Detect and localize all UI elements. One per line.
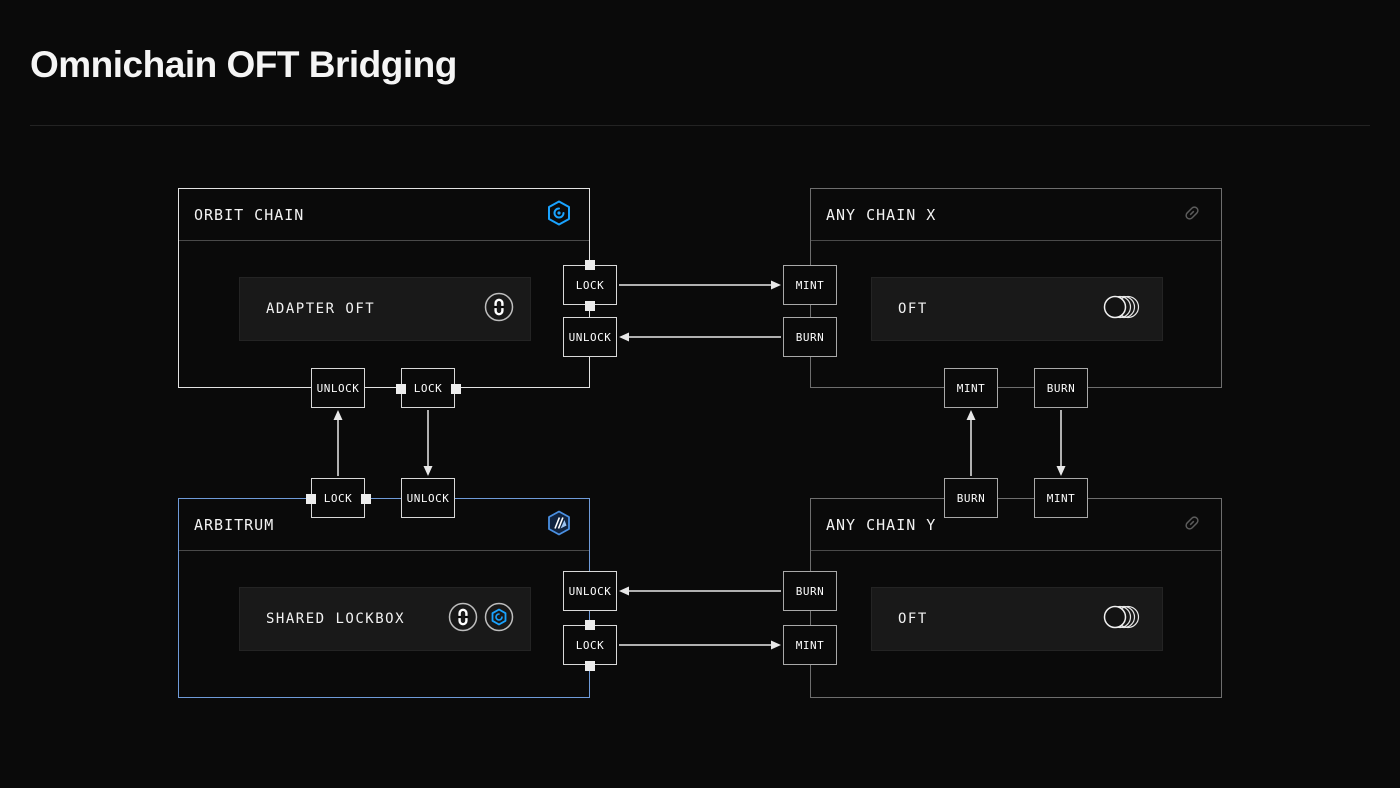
- oft-token-icon: [1102, 603, 1146, 635]
- orbit-hexagon-icon: [547, 200, 571, 230]
- oft-label-y: OFT: [898, 611, 928, 627]
- chain-header-any-chain-y: ANY CHAIN Y: [811, 499, 1221, 551]
- flow-node-label: UNLOCK: [316, 381, 360, 395]
- chain-label-arbitrum: ARBITRUM: [194, 515, 275, 534]
- flow-node-label: LOCK: [323, 491, 353, 505]
- chain-label-orbit: ORBIT CHAIN: [194, 205, 305, 224]
- chain-panel-orbit: ORBIT CHAIN ADAPTER OFT: [178, 188, 590, 388]
- chain-label-any-chain-y: ANY CHAIN Y: [826, 515, 937, 534]
- connector-handle: [585, 300, 595, 311]
- flow-node-label: BURN: [956, 491, 986, 505]
- connector-handle: [450, 383, 461, 394]
- flow-arrowhead: [966, 410, 976, 420]
- chain-panel-any-chain-y: ANY CHAIN Y OFT: [810, 498, 1222, 698]
- arbitrum-hexagon-icon: [547, 510, 571, 540]
- chain-panel-any-chain-x: ANY CHAIN X OFT: [810, 188, 1222, 388]
- adapter-oft-item: ADAPTER OFT: [239, 277, 531, 341]
- flow-node-unlock: UNLOCK: [563, 571, 617, 611]
- connector-handle: [585, 660, 595, 671]
- flow-node-burn: BURN: [1034, 368, 1088, 408]
- flow-node-mint: MINT: [1034, 478, 1088, 518]
- oft-item-x: OFT: [871, 277, 1163, 341]
- flow-node-label: BURN: [1046, 381, 1076, 395]
- flow-arrowhead: [1056, 466, 1066, 476]
- orbit-token-icon: [484, 602, 514, 636]
- chain-panel-arbitrum: ARBITRUM SHARED LOCKBOX: [178, 498, 590, 698]
- connector-handle: [305, 493, 316, 504]
- link-icon: [1181, 202, 1203, 228]
- flow-node-lock: LOCK: [305, 478, 371, 518]
- oft-label-x: OFT: [898, 301, 928, 317]
- flow-node-burn: BURN: [783, 317, 837, 357]
- flow-node-mint: MINT: [783, 265, 837, 305]
- flow-node-label: LOCK: [413, 381, 443, 395]
- flow-arrowhead: [771, 280, 781, 290]
- flow-node-lock: LOCK: [563, 259, 617, 311]
- oft-token-icon: [1102, 293, 1146, 325]
- flow-node-label: BURN: [795, 584, 825, 598]
- flow-node-unlock: UNLOCK: [563, 317, 617, 357]
- flow-node-label: LOCK: [575, 278, 605, 292]
- flow-node-burn: BURN: [783, 571, 837, 611]
- page-title: Omnichain OFT Bridging: [30, 44, 457, 85]
- flow-arrowhead: [333, 410, 343, 420]
- chain-header-arbitrum: ARBITRUM: [179, 499, 589, 551]
- connector-handle: [360, 493, 371, 504]
- connector-handle: [585, 259, 595, 270]
- flow-node-mint: MINT: [783, 625, 837, 665]
- connector-handle: [585, 619, 595, 630]
- flow-node-lock: LOCK: [395, 368, 461, 408]
- flow-node-label: UNLOCK: [568, 584, 612, 598]
- link-icon: [1181, 512, 1203, 538]
- flow-arrowhead: [619, 332, 629, 342]
- shared-lockbox-item: SHARED LOCKBOX: [239, 587, 531, 651]
- flow-node-unlock: UNLOCK: [311, 368, 365, 408]
- chain-header-any-chain-x: ANY CHAIN X: [811, 189, 1221, 241]
- flow-node-label: MINT: [795, 278, 825, 292]
- flow-node-label: MINT: [795, 638, 825, 652]
- adapter-oft-label: ADAPTER OFT: [266, 301, 376, 317]
- token-link-icon: [448, 602, 478, 636]
- chain-label-any-chain-x: ANY CHAIN X: [826, 205, 937, 224]
- token-link-icon: [484, 292, 514, 326]
- flow-node-lock: LOCK: [563, 619, 617, 671]
- flow-node-label: BURN: [795, 330, 825, 344]
- title-divider: [30, 125, 1370, 126]
- flow-node-mint: MINT: [944, 368, 998, 408]
- flow-node-label: MINT: [956, 381, 986, 395]
- flow-arrowhead: [771, 640, 781, 650]
- flow-node-unlock: UNLOCK: [401, 478, 455, 518]
- flow-arrowhead: [619, 586, 629, 596]
- shared-lockbox-label: SHARED LOCKBOX: [266, 611, 406, 627]
- oft-item-y: OFT: [871, 587, 1163, 651]
- flow-node-label: UNLOCK: [568, 330, 612, 344]
- connector-handle: [395, 383, 406, 394]
- flow-node-burn: BURN: [944, 478, 998, 518]
- flow-node-label: LOCK: [575, 638, 605, 652]
- flow-node-label: MINT: [1046, 491, 1076, 505]
- flow-arrowhead: [423, 466, 433, 476]
- flow-node-label: UNLOCK: [406, 491, 450, 505]
- chain-header-orbit: ORBIT CHAIN: [179, 189, 589, 241]
